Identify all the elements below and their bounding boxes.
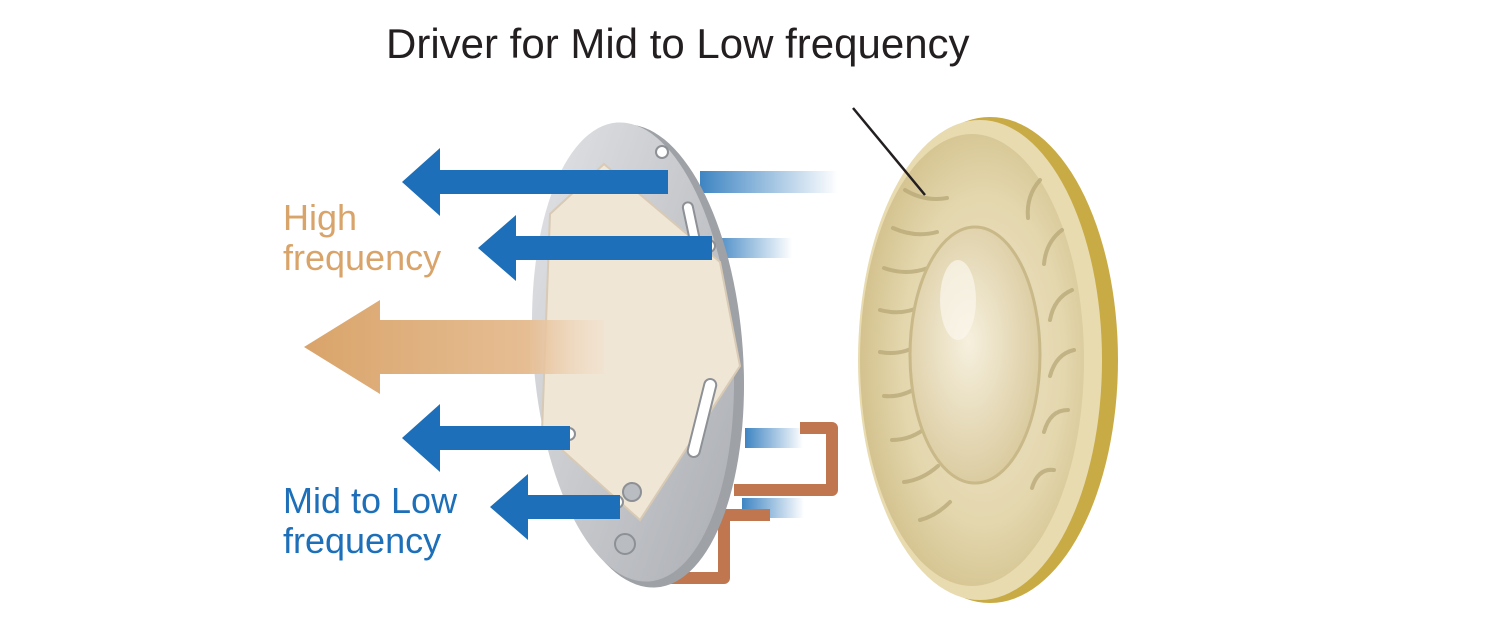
mid-low-frequency-label-line: frequency bbox=[283, 520, 442, 562]
high-frequency-label: High frequency bbox=[283, 197, 442, 279]
high-frequency-label-line: frequency bbox=[283, 237, 442, 279]
plate-rivets bbox=[614, 482, 642, 555]
plate-slots bbox=[681, 201, 718, 458]
mid-low-arrow-icon bbox=[402, 148, 668, 216]
mid-low-arrow-icon bbox=[478, 215, 712, 281]
mid-low-trail bbox=[700, 171, 838, 193]
leader-line bbox=[852, 107, 926, 196]
mid-low-arrow-icon bbox=[490, 474, 620, 540]
mid-low-trail bbox=[712, 238, 792, 258]
mid-low-arrow-icon bbox=[402, 404, 570, 472]
mid-low-arrows bbox=[402, 148, 712, 540]
mid-low-driver bbox=[858, 117, 1118, 603]
mid-low-trail bbox=[745, 428, 803, 448]
mid-low-frequency-label: Mid to Low frequency bbox=[283, 480, 458, 562]
dome-highlight bbox=[940, 260, 976, 340]
driver-dome bbox=[908, 225, 1042, 485]
driver-ribs bbox=[878, 178, 1076, 522]
high-frequency-arrow-icon bbox=[304, 300, 604, 394]
high-frequency-label-line: High bbox=[283, 197, 358, 238]
mid-low-frequency-label-line: Mid to Low bbox=[283, 480, 458, 521]
driver-title-label: Driver for Mid to Low frequency bbox=[386, 20, 970, 67]
